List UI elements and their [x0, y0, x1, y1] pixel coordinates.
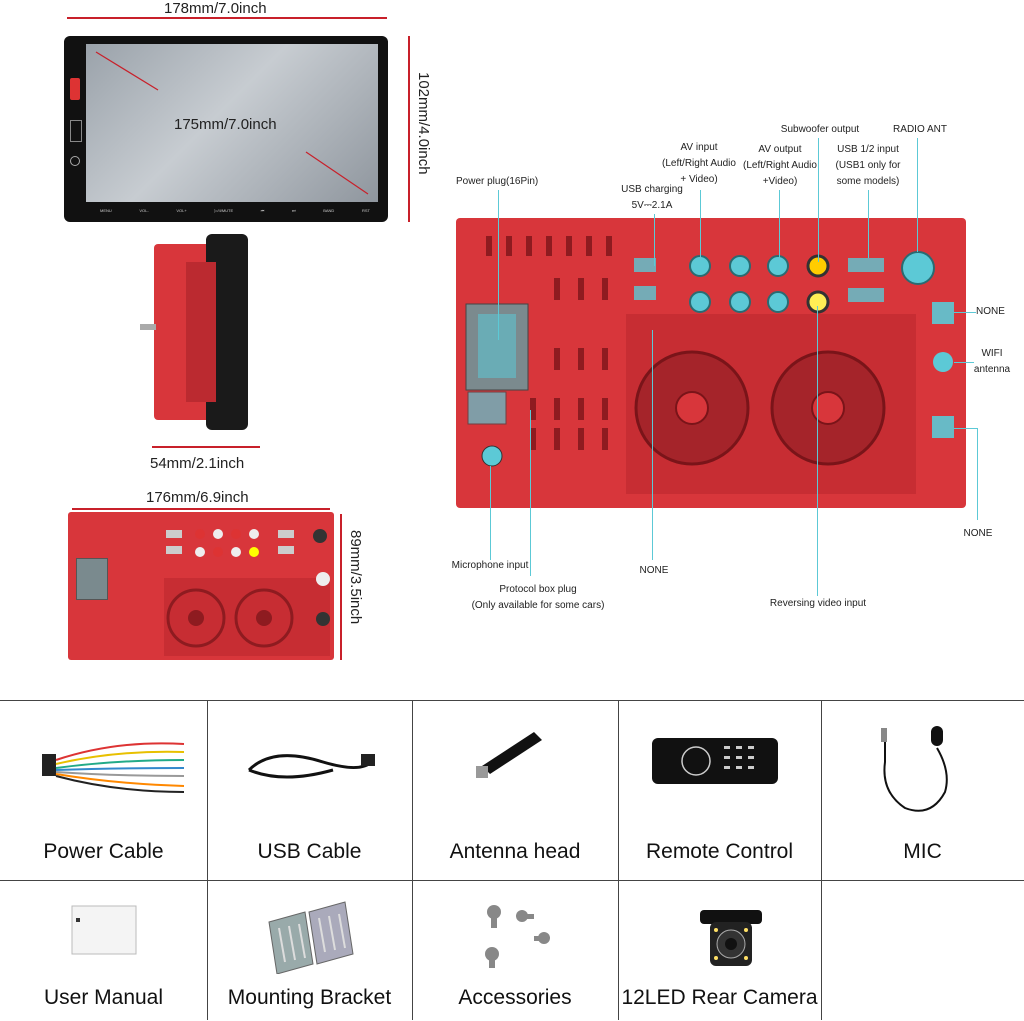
- accessory-label: Mounting Bracket: [227, 986, 392, 1009]
- display-screen: 175mm/7.0inch: [86, 44, 378, 202]
- av-input-line1: AV input: [680, 142, 718, 153]
- rear-view-large: [456, 218, 966, 508]
- rear-width-label: 176mm/6.9inch: [146, 489, 249, 506]
- usb12-line2: (USB1 only for: [835, 160, 901, 171]
- av-input-line2: (Left/Right Audio: [662, 158, 736, 169]
- rear-view-small: [68, 512, 334, 660]
- none-label-1: NONE: [976, 306, 1005, 317]
- accessory-remote: Remote Control: [618, 700, 821, 880]
- vol-down-button[interactable]: VOL-: [139, 208, 149, 213]
- display-diag-label: 175mm/7.0inch: [174, 116, 277, 133]
- usb-charging-line2: 5V⎓2.1A: [631, 200, 673, 211]
- av-output-line3: +Video): [762, 176, 798, 187]
- usb-port-icon[interactable]: [70, 78, 80, 100]
- accessory-label: Antenna head: [449, 840, 581, 863]
- accessory-label: 12LED Rear Camera: [621, 986, 818, 1009]
- wifi-line1: WIFI: [981, 348, 1003, 359]
- usb-charging-label: USB charging 5V⎓2.1A: [612, 182, 692, 214]
- camera-icon: [700, 910, 762, 966]
- reversing-label: Reversing video input: [769, 598, 867, 609]
- rst-button[interactable]: RST: [361, 208, 370, 213]
- front-button-bar: MENU VOL- VOL+ ▷/II/MUTE ⏮ ⏭ BAND RST: [100, 208, 370, 218]
- vol-up-button[interactable]: VOL+: [176, 208, 187, 213]
- accessory-label: MIC: [903, 840, 942, 863]
- manual-icon: [71, 905, 137, 955]
- accessory-label: USB Cable: [257, 840, 362, 863]
- accessory-usb-cable: USB Cable: [207, 700, 412, 880]
- depth-label: 54mm/2.1inch: [150, 455, 245, 472]
- remote-icon: [652, 738, 778, 784]
- av-input-label: AV input (Left/Right Audio + Video): [654, 140, 744, 188]
- screen-height-label: 102mm/4.0inch: [415, 72, 432, 175]
- protocol-line2: (Only available for some cars): [471, 600, 605, 611]
- rear-height-label: 89mm/3.5inch: [347, 530, 364, 625]
- subwoofer-label: Subwoofer output: [780, 124, 860, 135]
- side-view: [140, 232, 260, 432]
- diagonal-marks: [95, 51, 369, 195]
- rear-panel-graphics: [465, 236, 954, 494]
- protocol-line1: Protocol box plug: [499, 584, 577, 595]
- usb-port-2-icon[interactable]: [70, 120, 82, 142]
- accessory-label: Accessories: [458, 986, 572, 1009]
- protocol-label: Protocol box plug (Only available for so…: [468, 582, 608, 614]
- aux-jack-icon[interactable]: [70, 156, 80, 166]
- accessory-manual: User Manual: [0, 880, 207, 1020]
- accessory-camera: 12LED Rear Camera: [618, 880, 821, 1020]
- usb-cable-icon: [247, 754, 375, 779]
- none-label-2: NONE: [963, 528, 993, 539]
- power-plug-label: Power plug(16Pin): [456, 176, 539, 187]
- av-output-line1: AV output: [758, 144, 802, 155]
- accessory-label: Remote Control: [645, 840, 794, 863]
- accessory-power-cable: Power Cable: [0, 700, 207, 880]
- usb-charging-line1: USB charging: [621, 184, 683, 195]
- antenna-icon: [476, 732, 542, 778]
- av-output-label: AV output (Left/Right Audio +Video): [738, 142, 822, 190]
- accessory-mic: MIC: [821, 700, 1024, 880]
- screws-icon: [485, 905, 550, 968]
- mic-icon: [881, 726, 948, 812]
- menu-button[interactable]: MENU: [100, 208, 112, 213]
- av-output-line2: (Left/Right Audio: [743, 160, 817, 171]
- mic-input-label: Microphone input: [451, 560, 529, 571]
- screen-width-label: 178mm/7.0inch: [164, 0, 267, 17]
- accessory-screws: Accessories: [412, 880, 618, 1020]
- head-unit-front: 175mm/7.0inch MENU VOL- VOL+ ▷/II/MUTE ⏮…: [64, 36, 388, 222]
- prev-button[interactable]: ⏮: [260, 208, 265, 213]
- none-label-3: NONE: [639, 565, 669, 576]
- radio-ant-label: RADIO ANT: [893, 124, 947, 135]
- usb12-line1: USB 1/2 input: [837, 144, 899, 155]
- wifi-label: WIFI antenna: [970, 346, 1014, 378]
- power-cable-icon: [42, 742, 185, 793]
- accessory-label: User Manual: [43, 986, 164, 1009]
- next-button[interactable]: ⏭: [291, 208, 296, 213]
- usb12-line3: some models): [836, 176, 900, 187]
- accessory-label: Power Cable: [43, 840, 164, 863]
- accessory-bracket: Mounting Bracket: [207, 880, 412, 1020]
- small-rca-ports: [166, 529, 327, 557]
- bracket-icon: [268, 901, 354, 974]
- accessory-antenna: Antenna head: [412, 700, 618, 880]
- wifi-line2: antenna: [973, 364, 1011, 375]
- av-input-line3: + Video): [680, 174, 718, 185]
- play-mute-button[interactable]: ▷/II/MUTE: [214, 208, 234, 213]
- band-button[interactable]: BAND: [323, 208, 335, 213]
- small-fans: [166, 588, 294, 648]
- usb12-label: USB 1/2 input (USB1 only for some models…: [828, 142, 908, 190]
